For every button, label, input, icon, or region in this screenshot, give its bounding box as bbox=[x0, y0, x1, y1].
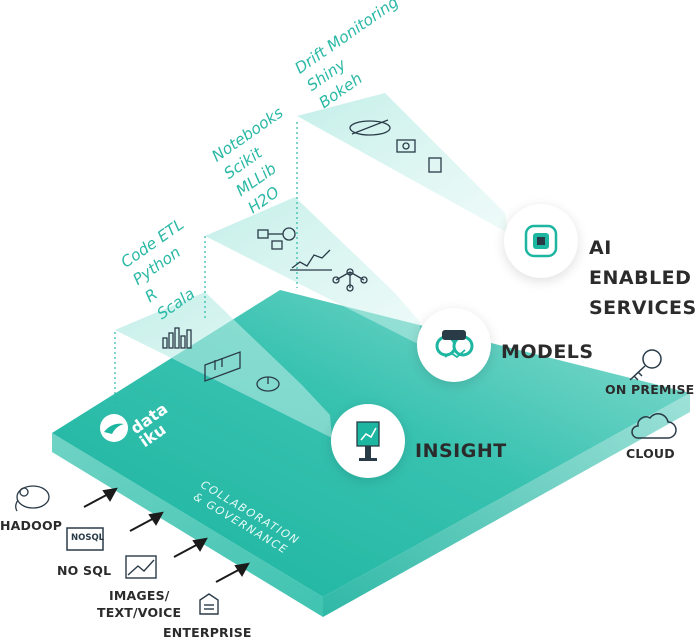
bar-chart-icon bbox=[162, 327, 192, 349]
insight-label: INSIGHT bbox=[415, 440, 507, 462]
binoculars-icon bbox=[435, 330, 474, 359]
key-icon bbox=[629, 349, 662, 381]
beam-deploy bbox=[297, 93, 508, 233]
images-text-voice-label: IMAGES/ TEXT/VOICE bbox=[97, 588, 182, 620]
enterprise-label: ENTERPRISE bbox=[163, 625, 252, 640]
elephant-icon bbox=[15, 485, 50, 512]
insight-circle[interactable] bbox=[331, 404, 405, 478]
phone-icon bbox=[428, 157, 442, 173]
report-icon bbox=[204, 351, 241, 382]
beam-ml bbox=[205, 197, 420, 345]
nosql-badge-text: NOSQL bbox=[71, 533, 105, 543]
ai-circle[interactable] bbox=[504, 204, 578, 278]
camera-icon bbox=[396, 139, 416, 153]
beam-icons bbox=[162, 119, 442, 392]
source-arrows bbox=[83, 487, 250, 583]
models-circle[interactable] bbox=[417, 308, 491, 382]
cloud-device-icon bbox=[349, 119, 391, 136]
on-premise-label: ON PREMISE bbox=[605, 382, 695, 397]
kiosk-chart-icon bbox=[356, 421, 380, 461]
network-icon bbox=[332, 268, 368, 292]
trend-icon bbox=[290, 249, 332, 271]
dataiku-bird-icon bbox=[100, 414, 128, 442]
models-label: MODELS bbox=[501, 341, 594, 363]
beam-etl bbox=[115, 292, 332, 438]
nosql-badge bbox=[66, 527, 104, 551]
cloud-icon bbox=[631, 413, 677, 439]
chip-icon bbox=[524, 224, 558, 258]
hadoop-label: HADOOP bbox=[0, 518, 63, 533]
ai-services-label: AI ENABLED SERVICES bbox=[589, 237, 697, 319]
nosql-label: NO SQL bbox=[57, 563, 112, 578]
image-icon bbox=[125, 555, 157, 579]
guide-lines bbox=[114, 122, 298, 412]
flow-icon bbox=[257, 227, 296, 250]
enterprise-icon bbox=[199, 593, 219, 615]
pie-icon bbox=[256, 376, 280, 392]
cloud-label: CLOUD bbox=[626, 446, 675, 461]
